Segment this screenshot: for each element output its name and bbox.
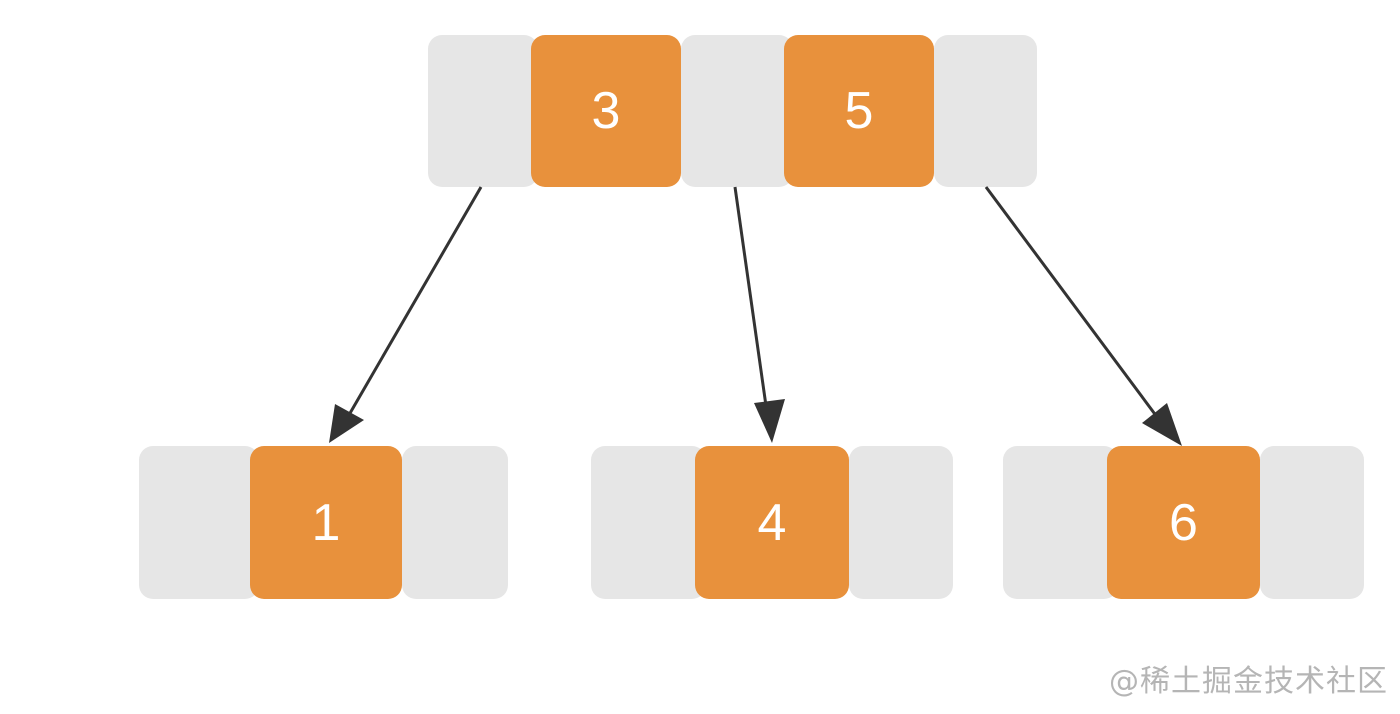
leaf-4-key: 4 [695, 446, 849, 599]
root-key-3: 3 [531, 35, 681, 187]
edge-root-to-leaf-6 [984, 186, 1168, 430]
leaf-6-key: 6 [1107, 446, 1260, 599]
leaf-1-pointer-right [402, 446, 508, 599]
leaf-1-pointer-left [139, 446, 259, 599]
root-pointer-1 [681, 35, 793, 187]
arrowhead-leaf-6 [1142, 403, 1182, 446]
watermark-text: @稀土掘金技术社区 [1109, 664, 1388, 699]
arrowhead-leaf-1 [329, 404, 364, 443]
leaf-1-key: 1 [250, 446, 402, 599]
edge-root-to-leaf-4 [733, 186, 771, 428]
leaf-4-pointer-left [591, 446, 706, 599]
edge-root-to-leaf-1 [340, 186, 483, 428]
leaf-6-pointer-left [1003, 446, 1118, 599]
leaf-6-pointer-right [1260, 446, 1364, 599]
root-pointer-2 [934, 35, 1037, 187]
root-key-5: 5 [784, 35, 934, 187]
root-pointer-0 [428, 35, 538, 187]
leaf-4-pointer-right [849, 446, 953, 599]
arrowhead-leaf-4 [754, 399, 785, 443]
